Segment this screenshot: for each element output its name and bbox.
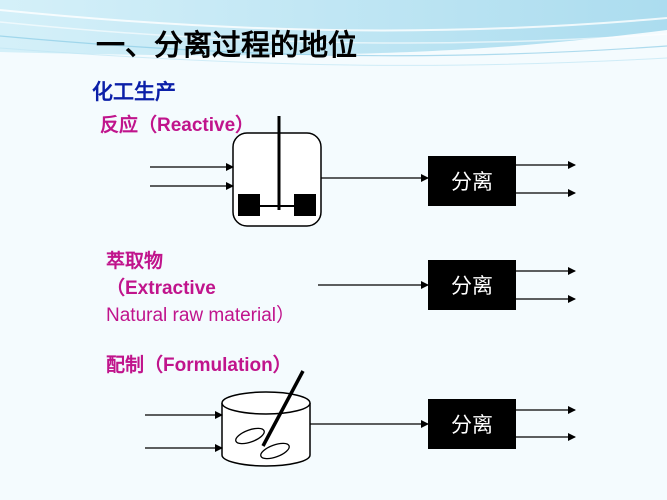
section-heading: 化工生产	[92, 80, 176, 104]
separation-box-extractive: 分离	[428, 260, 516, 310]
reactor-paddle-right	[294, 194, 316, 216]
separation-box-reactive: 分离	[428, 156, 516, 206]
mixing-stirrer-rod	[261, 370, 305, 447]
reactor-paddle-left	[238, 194, 260, 216]
mixing-tank	[221, 391, 311, 467]
formulation-label: 配制（Formulation）	[106, 355, 292, 376]
header-wave-band	[0, 0, 667, 72]
extractive-label-line3: Natural raw material）	[106, 305, 295, 326]
reactive-label: 反应（Reactive）	[100, 115, 255, 136]
extractive-label-line2: （Extractive	[106, 278, 216, 299]
separation-box-formulation: 分离	[428, 399, 516, 449]
slide-title: 一、分离过程的地位	[96, 28, 358, 62]
extractive-label-line1: 萃取物	[106, 251, 164, 272]
